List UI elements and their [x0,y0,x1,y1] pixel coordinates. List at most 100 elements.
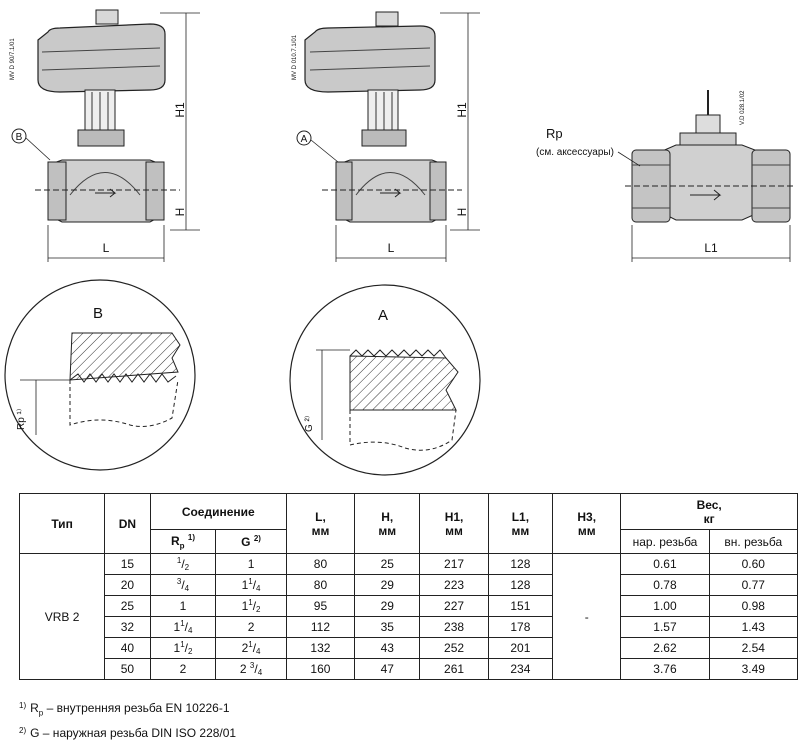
fraction-slash: / [254,662,258,676]
header-h: H,мм [354,493,421,554]
l1-cell: 128 [487,553,554,575]
weight-ext-cell: 2.62 [620,637,710,659]
weight-int-cell: 0.77 [708,574,799,596]
rp-accessories-note: (см. аксессуары) [536,147,614,158]
header-weight: Вес,кг [620,493,798,530]
weight-int-cell: 3.49 [708,658,799,680]
h1-cell: 238 [419,616,489,638]
l-cell: 112 [285,616,356,638]
dim-h-label: H [173,208,187,217]
detail-b-title: B [93,305,103,322]
rp-label: Rp [546,126,563,141]
h-cell: 35 [354,616,421,638]
rp-cell: 11/2 [149,637,217,659]
header-type: Тип [18,493,106,554]
valve-actuator-drawing-b: H1 H L MV D 90/7.1/01 B [10,9,200,262]
dim-h1-label-2: H1 [455,102,469,118]
dn-cell: 40 [104,637,151,659]
h-cell: 29 [354,595,421,617]
dn-cell: 15 [104,553,151,575]
fraction-slash: / [181,557,185,571]
header-l: L,мм [285,493,356,554]
h-cell: 25 [354,553,421,575]
l-cell: 80 [285,574,356,596]
h-cell: 29 [354,574,421,596]
detail-a-external-thread: A G ²⁾ [289,284,481,476]
h-cell: 47 [354,658,421,680]
h1-cell: 223 [419,574,489,596]
dim-h1-label: H1 [173,102,187,118]
h1-cell: 261 [419,658,489,680]
fraction-slash: / [252,641,257,655]
header-int-thread: вн. резьба [708,529,799,554]
header-rp: Rp 1) [149,529,217,554]
l-cell: 95 [285,595,356,617]
h1-cell: 227 [419,595,489,617]
dim-l-label-2: L [388,241,395,255]
dn-cell: 32 [104,616,151,638]
fraction-slash: / [252,599,257,613]
l1-cell: 178 [487,616,554,638]
detail-b-internal-thread: B Rp ¹⁾ [4,279,196,471]
valve-actuator-drawing-a: H1 H L MV D 010.7.1/01 A [292,11,480,262]
l1-cell: 151 [487,595,554,617]
header-dn: DN [104,493,151,554]
header-h1: H1,мм [419,493,489,554]
weight-ext-cell: 0.78 [620,574,710,596]
g-cell: 21/4 [215,637,287,659]
dim-l1-label: L1 [704,241,718,255]
h3-cell: - [552,553,622,680]
h1-cell: 217 [419,553,489,575]
g-cell: 1 [215,553,287,575]
g-cell: 2 3/4 [215,658,287,680]
valve-body-drawing: L1 V.D 028.1/02 Rp (см. аксессуары) [536,90,796,262]
g-cell: 11/2 [215,595,287,617]
l1-cell: 201 [487,637,554,659]
drawing-ref-1: MV D 90/7.1/01 [10,38,16,80]
header-connection: Соединение [149,493,287,530]
l-cell: 160 [285,658,356,680]
dn-cell: 25 [104,595,151,617]
view-a-marker: A [301,134,308,145]
weight-ext-cell: 3.76 [620,658,710,680]
rp-cell: 1/2 [149,553,217,575]
weight-ext-cell: 0.61 [620,553,710,575]
l-cell: 132 [285,637,356,659]
dim-l-label: L [103,241,110,255]
rp-cell: 11/4 [149,616,217,638]
type-cell: VRB 2 [18,553,106,680]
technical-drawings: H1 H L MV D 90/7.1/01 B H1 H [4,9,796,476]
dn-cell: 20 [104,574,151,596]
weight-int-cell: 1.43 [708,616,799,638]
header-l1: L1,мм [487,493,554,554]
footnote-2: 2)G – наружная резьба DIN ISO 228/01 [19,726,237,741]
weight-ext-cell: 1.00 [620,595,710,617]
h1-cell: 252 [419,637,489,659]
specifications-table: Тип DN Соединение L,мм H,мм H1,мм L1,мм … [18,493,799,680]
detail-a-g-label: G ²⁾ [304,416,315,432]
rp-cell: 3/4 [149,574,217,596]
view-b-marker: B [16,132,23,143]
fraction-slash: / [252,578,257,592]
weight-int-cell: 0.98 [708,595,799,617]
dim-h-label-2: H [455,208,469,217]
header-ext-thread: нар. резьба [620,529,710,554]
rp-cell: 2 [149,658,217,680]
weight-ext-cell: 1.57 [620,616,710,638]
detail-a-title: A [378,307,388,324]
dn-cell: 50 [104,658,151,680]
footnote-1: 1)Rp – внутренняя резьба EN 10226-1 [19,701,230,718]
header-g: G 2) [215,529,287,554]
l1-cell: 234 [487,658,554,680]
drawing-ref-2: MV D 010.7.1/01 [292,34,298,80]
header-h3: H3,мм [552,493,622,554]
g-cell: 11/4 [215,574,287,596]
l1-cell: 128 [487,574,554,596]
